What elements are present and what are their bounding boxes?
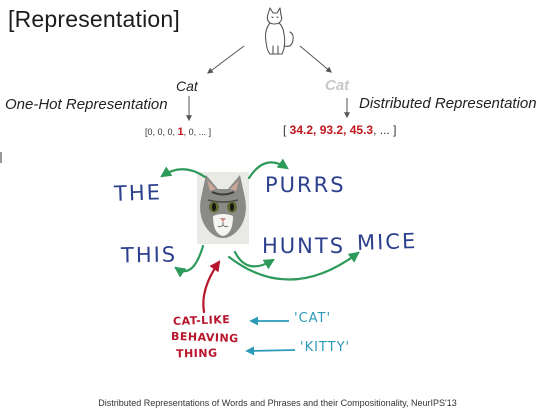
arrow-to-cat-faded xyxy=(299,45,332,73)
arrow-to-this xyxy=(174,244,205,278)
arrow-to-hunts xyxy=(233,250,275,270)
cat-drawing-icon xyxy=(264,7,294,55)
arrow-to-purrs xyxy=(247,158,289,180)
distributed-vector-suffix: , ... ] xyxy=(373,123,397,137)
arrow-concept-to-kitten xyxy=(202,260,221,314)
context-word-hunts: HUNTS xyxy=(262,234,346,258)
one-hot-vector-prefix: [0, 0, 0, xyxy=(145,127,178,137)
arrow-to-the xyxy=(160,166,207,179)
one-hot-vector-highlight: 1 xyxy=(177,126,184,138)
one-hot-vector: [0, 0, 0, 1, 0, ... ] xyxy=(145,126,211,138)
kitten-icon xyxy=(197,172,249,244)
page-title: [Representation] xyxy=(8,6,180,32)
distributed-vector-highlight: 34.2, 93.2, 45.3 xyxy=(289,123,374,137)
synonym-cat: 'CAT' xyxy=(294,311,332,326)
arrow-synonym-kitty xyxy=(245,346,296,356)
arrow-to-cat-label xyxy=(207,45,245,74)
one-hot-label: One-Hot Representation xyxy=(5,96,168,113)
cat-label: Cat xyxy=(176,78,198,94)
one-hot-vector-suffix: , 0, ... ] xyxy=(183,127,212,137)
citation: Distributed Representations of Words and… xyxy=(98,398,457,408)
cat-label-faded: Cat xyxy=(325,77,350,94)
distributed-vector-prefix: [ xyxy=(283,123,290,137)
distributed-vector: [ 34.2, 93.2, 45.3, ... ] xyxy=(283,123,396,137)
distributed-label: Distributed Representation xyxy=(359,95,537,112)
context-word-purrs: PURRS xyxy=(265,173,346,197)
synonym-kitty: 'KITTY' xyxy=(300,340,351,355)
arrow-to-mice xyxy=(227,251,360,281)
